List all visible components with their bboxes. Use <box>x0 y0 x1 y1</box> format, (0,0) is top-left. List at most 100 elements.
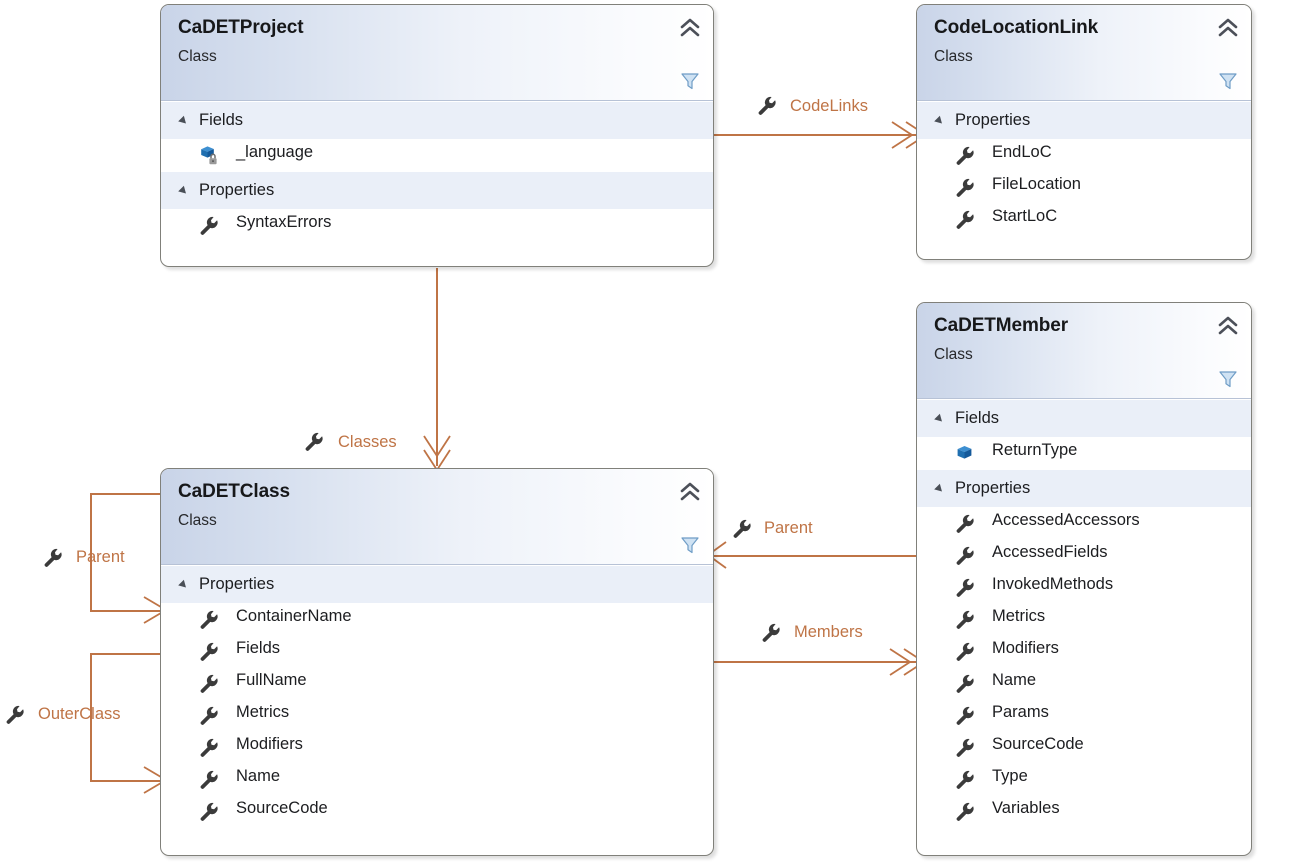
class-header-cadetmember: CaDETMember Class <box>917 303 1251 399</box>
connector-parent-self-top[interactable] <box>90 493 172 495</box>
group-row[interactable]: Fields <box>161 101 713 139</box>
wrench-icon <box>198 736 220 758</box>
member-row[interactable]: SourceCode <box>161 795 713 827</box>
class-name-cadetmember: CaDETMember <box>934 315 1069 336</box>
group-row[interactable]: Properties <box>161 171 713 209</box>
member-row[interactable]: InvokedMethods <box>917 571 1251 603</box>
member-row[interactable]: Modifiers <box>161 731 713 763</box>
member-row[interactable]: Params <box>917 699 1251 731</box>
triangle-expander-icon[interactable] <box>178 115 189 127</box>
chevron-double-up-icon[interactable] <box>679 482 701 502</box>
wrench-icon <box>954 640 976 662</box>
connector-parent-self-left[interactable] <box>90 493 92 611</box>
member-row[interactable]: Metrics <box>161 699 713 731</box>
member-row[interactable]: FileLocation <box>917 171 1251 203</box>
connector-outerclass-top[interactable] <box>90 653 172 655</box>
class-stereotype-cadetproject: Class <box>178 48 217 65</box>
triangle-expander-icon[interactable] <box>934 483 945 495</box>
wrench-icon-members <box>760 621 782 643</box>
member-row[interactable]: FullName <box>161 667 713 699</box>
chevron-double-up-icon[interactable] <box>1217 316 1239 336</box>
member-label: ReturnType <box>992 441 1078 459</box>
chevron-double-up-icon[interactable] <box>1217 18 1239 38</box>
member-label: StartLoC <box>992 207 1058 225</box>
connector-members[interactable] <box>712 661 920 663</box>
member-row[interactable]: AccessedAccessors <box>917 507 1251 539</box>
member-label: SourceCode <box>992 735 1084 753</box>
member-row[interactable]: Modifiers <box>917 635 1251 667</box>
wrench-icon-outerclass <box>4 703 26 725</box>
member-row[interactable]: StartLoC <box>917 203 1251 235</box>
connector-parent-self-bottom[interactable] <box>90 610 168 612</box>
class-header-codelocationlink: CodeLocationLink Class <box>917 5 1251 101</box>
group-row[interactable]: Properties <box>161 565 713 603</box>
chevron-double-up-icon[interactable] <box>679 18 701 38</box>
class-box-cadetproject[interactable]: CaDETProject Class Fields <box>160 4 714 267</box>
wrench-icon-parent-member <box>731 517 753 539</box>
member-row[interactable]: Fields <box>161 635 713 667</box>
member-row[interactable]: _language <box>161 139 713 171</box>
class-name-cadetproject: CaDETProject <box>178 17 304 38</box>
class-body-cadetclass: Properties ContainerName Fields FullName… <box>161 565 713 827</box>
connector-codelinks[interactable] <box>714 134 920 136</box>
group-label: Properties <box>199 575 275 593</box>
class-header-cadetproject: CaDETProject Class <box>161 5 713 101</box>
member-label: Modifiers <box>992 639 1059 657</box>
class-stereotype-cadetclass: Class <box>178 512 217 529</box>
cube-lock-icon <box>198 144 220 166</box>
member-label: Metrics <box>236 703 290 721</box>
group-row[interactable]: Properties <box>917 469 1251 507</box>
filter-funnel-icon[interactable] <box>680 535 700 555</box>
wrench-icon <box>198 672 220 694</box>
filter-funnel-icon[interactable] <box>1218 369 1238 389</box>
member-label: Name <box>992 671 1037 689</box>
member-row[interactable]: ContainerName <box>161 603 713 635</box>
member-row[interactable]: Type <box>917 763 1251 795</box>
member-row[interactable]: AccessedFields <box>917 539 1251 571</box>
member-label: FullName <box>236 671 307 689</box>
member-label: SyntaxErrors <box>236 213 332 231</box>
triangle-expander-icon[interactable] <box>934 413 945 425</box>
wrench-icon <box>954 176 976 198</box>
arrowhead-classes-double <box>423 435 451 472</box>
wrench-icon <box>954 544 976 566</box>
member-row[interactable]: SyntaxErrors <box>161 209 713 241</box>
wrench-icon-classes <box>303 430 325 452</box>
wrench-icon <box>198 640 220 662</box>
member-row[interactable]: Name <box>917 667 1251 699</box>
member-row[interactable]: Name <box>161 763 713 795</box>
group-label: Properties <box>955 479 1031 497</box>
triangle-expander-icon[interactable] <box>934 115 945 127</box>
group-row[interactable]: Properties <box>917 101 1251 139</box>
member-label: Type <box>992 767 1028 785</box>
wrench-icon <box>954 672 976 694</box>
group-row[interactable]: Fields <box>917 399 1251 437</box>
group-label: Fields <box>955 409 1000 427</box>
member-row[interactable]: SourceCode <box>917 731 1251 763</box>
assoc-label-codelinks: CodeLinks <box>790 97 868 115</box>
triangle-expander-icon[interactable] <box>178 579 189 591</box>
group-label: Properties <box>955 111 1031 129</box>
connector-outerclass-bottom[interactable] <box>90 780 168 782</box>
wrench-icon <box>954 208 976 230</box>
class-body-cadetmember: Fields ReturnType Properties Accesse <box>917 399 1251 827</box>
filter-funnel-icon[interactable] <box>1218 71 1238 91</box>
triangle-expander-icon[interactable] <box>178 185 189 197</box>
class-box-cadetclass[interactable]: CaDETClass Class Properties Cont <box>160 468 714 856</box>
class-box-codelocationlink[interactable]: CodeLocationLink Class Properties <box>916 4 1252 260</box>
member-label: Metrics <box>992 607 1046 625</box>
member-row[interactable]: ReturnType <box>917 437 1251 469</box>
wrench-icon <box>954 576 976 598</box>
filter-funnel-icon[interactable] <box>680 71 700 91</box>
member-row[interactable]: Variables <box>917 795 1251 827</box>
class-stereotype-codelocationlink: Class <box>934 48 973 65</box>
connector-classes[interactable] <box>436 268 438 466</box>
wrench-icon <box>954 512 976 534</box>
connector-outerclass-left[interactable] <box>90 653 92 781</box>
assoc-label-parent-self: Parent <box>76 548 125 566</box>
wrench-icon <box>954 608 976 630</box>
member-row[interactable]: Metrics <box>917 603 1251 635</box>
member-row[interactable]: EndLoC <box>917 139 1251 171</box>
connector-parent-member[interactable] <box>712 555 916 557</box>
class-box-cadetmember[interactable]: CaDETMember Class Fields <box>916 302 1252 856</box>
